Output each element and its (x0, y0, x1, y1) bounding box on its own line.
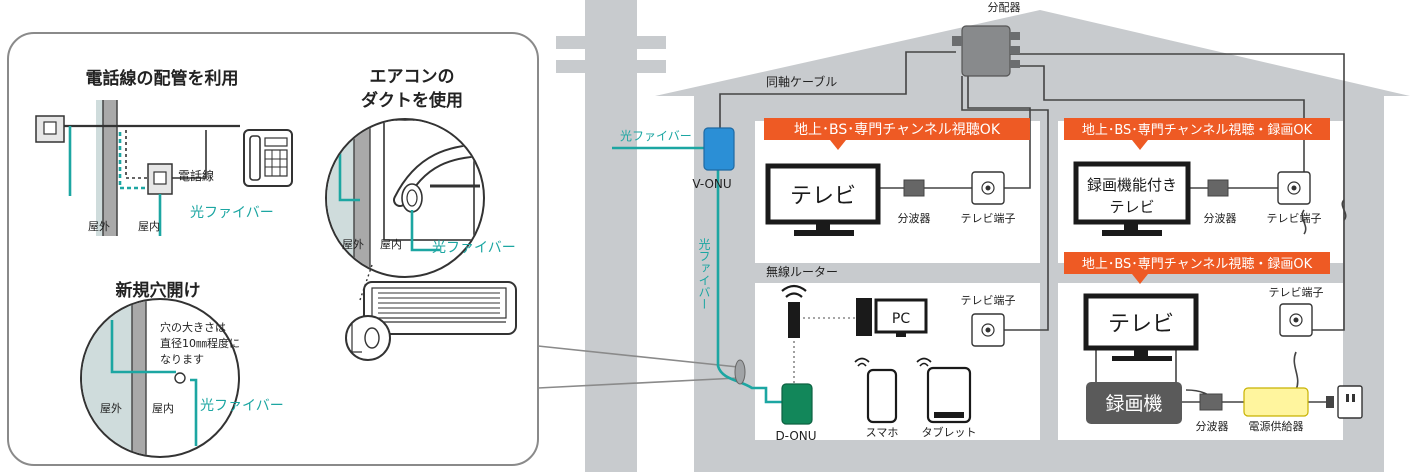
phone-route-title: 電話線の配管を利用 (86, 68, 239, 89)
room2-divider-icon (1207, 179, 1229, 197)
d-onu-icon (781, 383, 813, 425)
pc-label: PC (892, 311, 910, 327)
phone-route-indoor: 屋内 (138, 219, 160, 233)
room4-tv-icon (1083, 293, 1199, 361)
v-onu-label: V-ONU (692, 177, 731, 191)
room-network-contents: 無線ルーター PC テレビ端子 D-ONU スマホ (766, 264, 1016, 443)
recording-tv-icon (1073, 161, 1191, 236)
aircon-title-line2: ダクトを使用 (361, 90, 463, 111)
splitter-top-label: 分配器 (988, 1, 1021, 14)
room3-terminal-icon (971, 313, 1005, 347)
tablet-label: タブレット (922, 425, 977, 439)
recorder-label: 録画機 (1105, 393, 1162, 415)
room2-banner: 地上･BS･専門チャンネル視聴・録画OK (1082, 123, 1313, 138)
pole-entry-hole (734, 359, 746, 385)
aircon-outdoor: 屋外 (342, 238, 364, 251)
room4-terminal-icon (1279, 303, 1313, 337)
d-onu-label: D-ONU (775, 429, 816, 443)
phone-line-label: 電話線 (178, 168, 214, 183)
splitter-box-icon (952, 25, 1020, 77)
new-hole-fiber-label: 光ファイバー (200, 398, 284, 414)
room2-divider-label: 分波器 (1204, 212, 1237, 225)
room1-banner: 地上･BS･専門チャンネル視聴OK (794, 122, 1001, 138)
new-hole-indoor: 屋内 (152, 401, 174, 415)
hole-icon (174, 372, 186, 384)
pc-icon (856, 298, 928, 337)
power-label: 電源供給器 (1249, 419, 1304, 433)
smartphone-icon (854, 357, 898, 424)
v-onu-icon (703, 127, 735, 171)
phone-route-outdoor: 屋外 (88, 220, 110, 233)
tablet-icon (916, 357, 972, 424)
room1-divider-label: 分波器 (898, 212, 931, 225)
phone-label: スマホ (866, 426, 899, 439)
room4-divider-icon (1199, 393, 1223, 411)
inset-phone-route: 電話線の配管を利用 電話線 光ファイバー 屋 (35, 68, 293, 236)
phone-route-fiber-label: 光ファイバー (190, 205, 274, 221)
power-supply-icon (1243, 387, 1309, 417)
telephone-icon (243, 129, 293, 187)
tv-icon (765, 163, 881, 236)
hole-note-line1: 穴の大きさは (160, 320, 226, 334)
room4-tv-label: テレビ (1108, 312, 1174, 337)
router-label: 無線ルーター (766, 264, 838, 279)
aircon-fiber-label: 光ファイバー (432, 240, 516, 256)
inset-new-hole: 新規穴開け 穴の大きさは 直径10㎜程度に なります 屋外 屋内 光ファイバー (80, 280, 284, 458)
room1-tv-label: テレビ (790, 184, 856, 209)
room-recording-contents: 地上･BS･専門チャンネル視聴・録画OK 録画機能付き テレビ 分波器 テレビ端… (1064, 118, 1330, 236)
power-plug-icon (1326, 385, 1363, 419)
room-living-contents: 地上･BS･専門チャンネル視聴OK テレビ 分波器 テレビ端子 (764, 118, 1030, 236)
hole-note-line2: 直径10㎜程度に (160, 336, 240, 350)
air-conditioner-icon (363, 281, 517, 335)
inset-aircon-route: エアコンの ダクトを使用 屋外 屋内 光ファイバー (325, 67, 517, 361)
new-hole-title: 新規穴開け (116, 280, 201, 301)
aircon-indoor: 屋内 (380, 237, 402, 251)
room3-terminal-label: テレビ端子 (961, 294, 1016, 307)
room1-divider-icon (903, 179, 925, 197)
aircon-title-line1: エアコンの (370, 67, 455, 87)
coax-cable-label: 同軸ケーブル (766, 74, 837, 89)
lan-lines (793, 317, 856, 384)
room1-terminal-icon (971, 171, 1005, 205)
fiber-vertical-label: 光ファイバー (697, 238, 711, 310)
new-hole-outdoor: 屋外 (100, 402, 122, 415)
room1-terminal-label: テレビ端子 (961, 212, 1016, 225)
recorder-icon (1086, 382, 1182, 424)
room2-tv-line1: 録画機能付き (1087, 176, 1177, 194)
room4-divider-label: 分波器 (1196, 420, 1229, 433)
wifi-router-icon (781, 284, 807, 338)
utility-pole (556, 0, 666, 472)
room2-terminal-icon (1277, 171, 1311, 205)
room4-terminal-label: テレビ端子 (1269, 286, 1324, 299)
fiber-in-label: 光ファイバー (620, 129, 692, 143)
room2-tv-line2: テレビ (1109, 198, 1154, 216)
room4-banner: 地上･BS･専門チャンネル視聴・録画OK (1082, 257, 1313, 272)
room2-terminal-label: テレビ端子 (1267, 212, 1322, 225)
hole-note-line3: なります (160, 353, 204, 366)
room-recorder-contents: 地上･BS･専門チャンネル視聴・録画OK テレビ 録画機 分波器 電源供給器 テ… (1064, 252, 1363, 433)
